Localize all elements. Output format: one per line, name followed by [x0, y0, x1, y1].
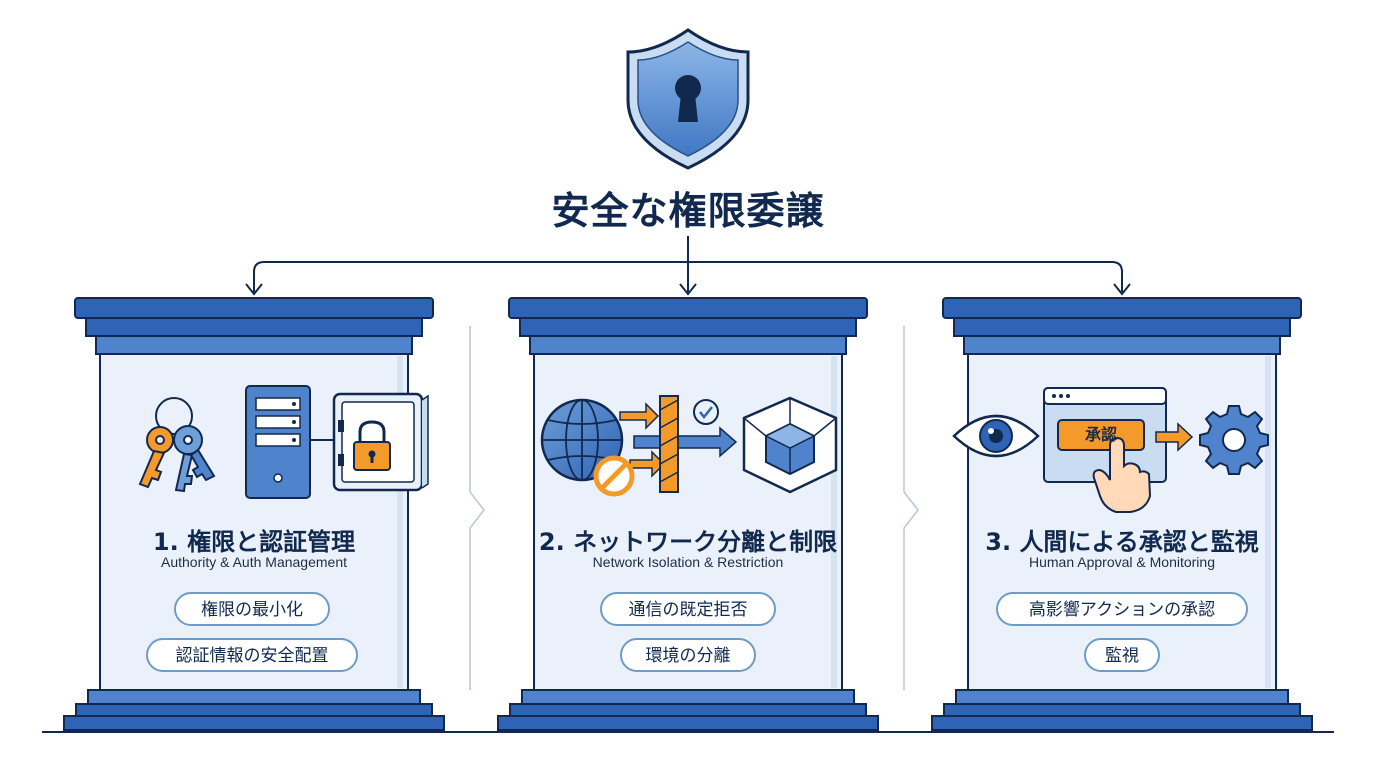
pillar-1-title: 1. 権限と認証管理 — [152, 528, 356, 556]
safe-lock-icon — [332, 392, 429, 492]
block-icon — [593, 455, 635, 497]
pillar-3-title: 3. 人間による承認と監視 — [985, 528, 1259, 556]
chip-secure-credentials: 認証情報の安全配置 — [146, 638, 358, 672]
chip-least-privilege: 権限の最小化 — [174, 592, 330, 626]
blocked-arrow — [629, 450, 666, 478]
orange-arrow-3 — [1155, 422, 1194, 452]
approve-button-label: 承認 — [1084, 425, 1117, 444]
page-title: 安全な権限委譲 — [551, 189, 825, 233]
chip-environment-isolation: 環境の分離 — [620, 638, 756, 672]
chip-monitoring: 監視 — [1084, 638, 1160, 672]
eye-icon — [952, 414, 1040, 458]
blue-arrow — [633, 426, 738, 458]
server-icon — [245, 385, 334, 499]
hand-pointer-icon — [1092, 436, 1152, 513]
pillar-2-title: 2. ネットワーク分離と制限 — [538, 528, 838, 556]
chip-default-deny: 通信の既定拒否 — [600, 592, 776, 626]
keys-icon — [138, 397, 216, 493]
connector-arrows — [245, 236, 1131, 296]
chip-high-impact-approval: 高影響アクションの承認 — [996, 592, 1248, 626]
gear-icon — [1199, 405, 1269, 475]
separator-2 — [903, 326, 919, 690]
pillar-3-subtitle: Human Approval & Monitoring — [1029, 554, 1215, 570]
orange-arrow — [619, 402, 660, 430]
separator-1 — [469, 326, 485, 690]
check-icon — [693, 399, 719, 425]
pillar-2-subtitle: Network Isolation & Restriction — [592, 554, 784, 570]
cube-icon — [742, 396, 838, 494]
pillar-1-subtitle: Authority & Auth Management — [161, 554, 347, 570]
browser-window-icon — [1043, 387, 1167, 483]
firewall-icon — [659, 395, 679, 493]
shield-keyhole-icon — [626, 28, 750, 170]
